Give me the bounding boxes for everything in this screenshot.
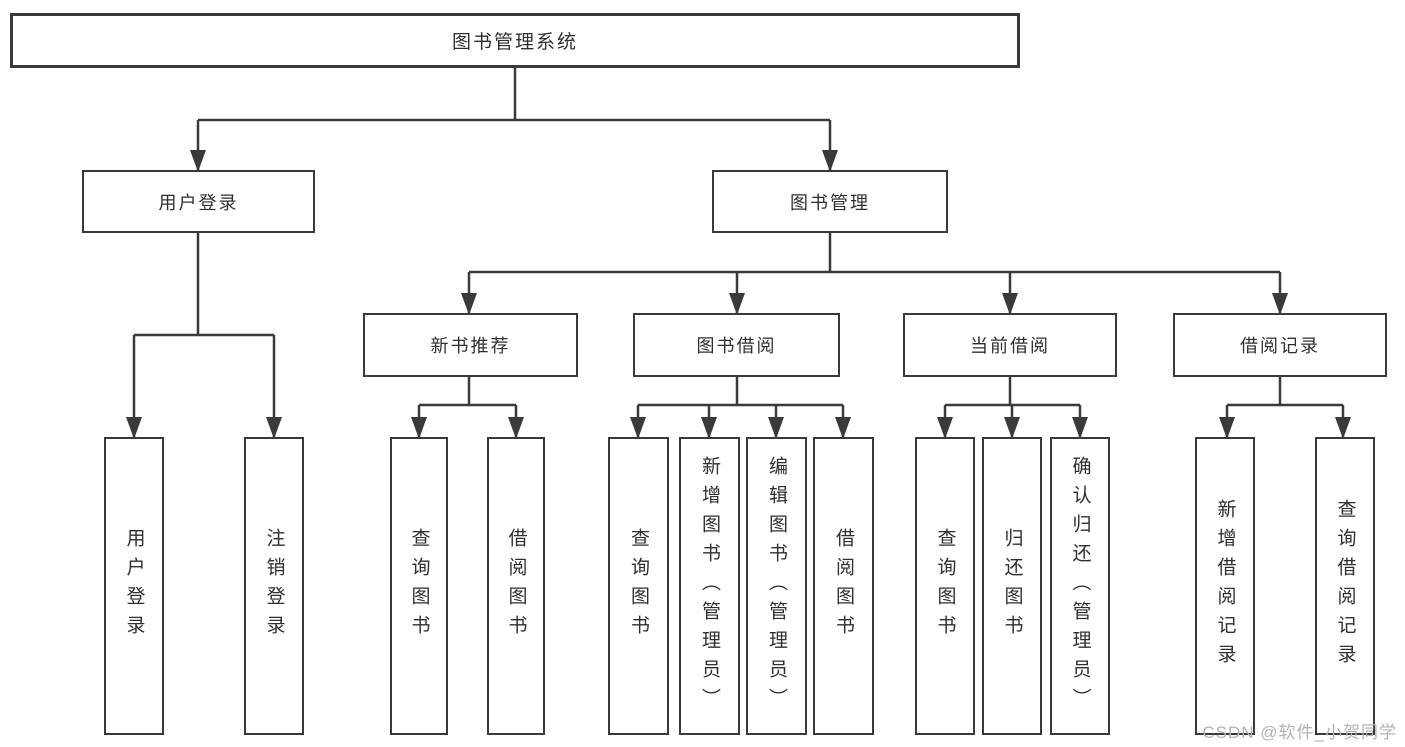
- leaf-borrowing-query-books: 查询图书: [608, 437, 669, 735]
- arrow-lines: [126, 120, 1351, 439]
- node-borrowing-records: 借阅记录: [1173, 313, 1387, 377]
- leaf-label: 查询借阅记录: [1334, 499, 1356, 673]
- node-label: 当前借阅: [970, 336, 1050, 356]
- node-book-management: 图书管理: [712, 170, 948, 233]
- root-node-library-system: 图书管理系统: [10, 13, 1020, 68]
- leaf-label: 查询图书: [408, 528, 430, 644]
- leaf-label: 注销登录: [263, 528, 285, 644]
- node-label: 图书管理系统: [451, 32, 578, 53]
- leaf-label: 查询图书: [934, 528, 956, 644]
- node-label: 图书管理: [790, 192, 870, 213]
- leaf-label: 新增图书（管理员）: [699, 455, 720, 717]
- leaf-logout: 注销登录: [244, 437, 304, 735]
- leaf-label: 确认归还（管理员）: [1069, 455, 1091, 717]
- leaf-borrowing-borrow-books: 借阅图书: [813, 437, 874, 735]
- leaf-current-confirm-return-admin: 确认归还（管理员）: [1050, 437, 1110, 735]
- node-label: 用户登录: [158, 192, 239, 213]
- node-user-login: 用户登录: [82, 170, 315, 233]
- leaf-current-query-books: 查询图书: [915, 437, 975, 735]
- leaf-newrec-query-books: 查询图书: [390, 437, 448, 735]
- leaf-label: 编辑图书（管理员）: [766, 455, 787, 717]
- leaf-newrec-borrow-books: 借阅图书: [487, 437, 545, 735]
- leaf-user-login: 用户登录: [104, 437, 164, 735]
- leaf-current-return-books: 归还图书: [982, 437, 1042, 735]
- node-book-borrowing: 图书借阅: [633, 313, 840, 377]
- node-new-book-recommendation: 新书推荐: [363, 313, 578, 377]
- node-label: 借阅记录: [1240, 336, 1320, 356]
- watermark-text: CSDN @软件_小贺同学: [1202, 723, 1397, 742]
- leaf-label: 借阅图书: [833, 528, 854, 644]
- node-label: 图书借阅: [696, 336, 777, 356]
- node-label: 新书推荐: [430, 336, 511, 356]
- tree-branch-lines: [134, 66, 1343, 407]
- leaf-records-query-borrow-record: 查询借阅记录: [1315, 437, 1375, 735]
- leaf-borrowing-add-books-admin: 新增图书（管理员）: [679, 437, 740, 735]
- leaf-label: 查询图书: [628, 528, 649, 644]
- leaf-label: 借阅图书: [505, 528, 527, 644]
- leaf-label: 归还图书: [1001, 528, 1023, 644]
- leaf-records-add-borrow-record: 新增借阅记录: [1195, 437, 1255, 735]
- leaf-label: 用户登录: [123, 528, 145, 644]
- leaf-label: 新增借阅记录: [1214, 499, 1236, 673]
- leaf-borrowing-edit-books-admin: 编辑图书（管理员）: [746, 437, 807, 735]
- node-current-borrowing: 当前借阅: [903, 313, 1117, 377]
